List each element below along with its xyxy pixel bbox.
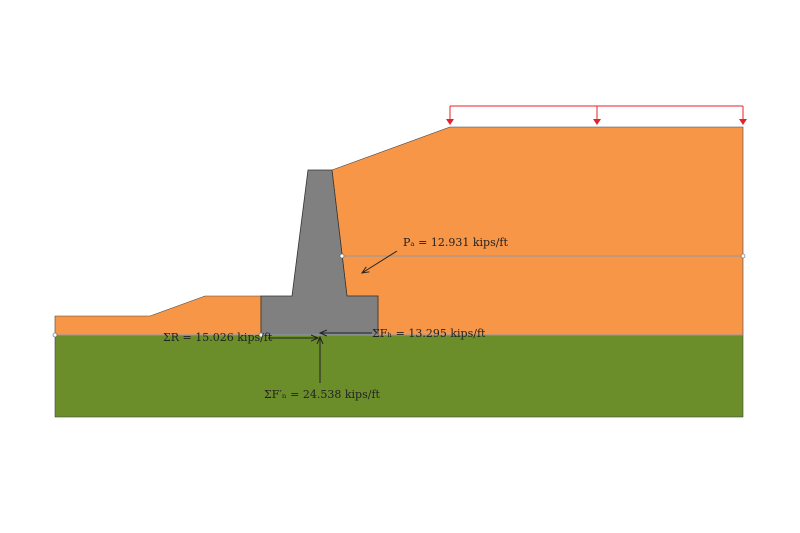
toe-soil bbox=[54, 295, 262, 336]
sum-r-label: ΣR = 15.026 kips/ft bbox=[163, 331, 273, 344]
backfill-soil bbox=[331, 126, 744, 336]
sum-fn-label: ΣF′ₙ = 24.538 kips/ft bbox=[264, 388, 381, 401]
pa-arrow bbox=[362, 250, 398, 273]
surcharge-load bbox=[446, 105, 747, 125]
pa-label: Pₐ = 12.931 kips/ft bbox=[403, 236, 508, 249]
sum-fh-label: ΣFₕ = 13.295 kips/ft bbox=[372, 327, 486, 340]
foundation-soil bbox=[54, 334, 744, 418]
